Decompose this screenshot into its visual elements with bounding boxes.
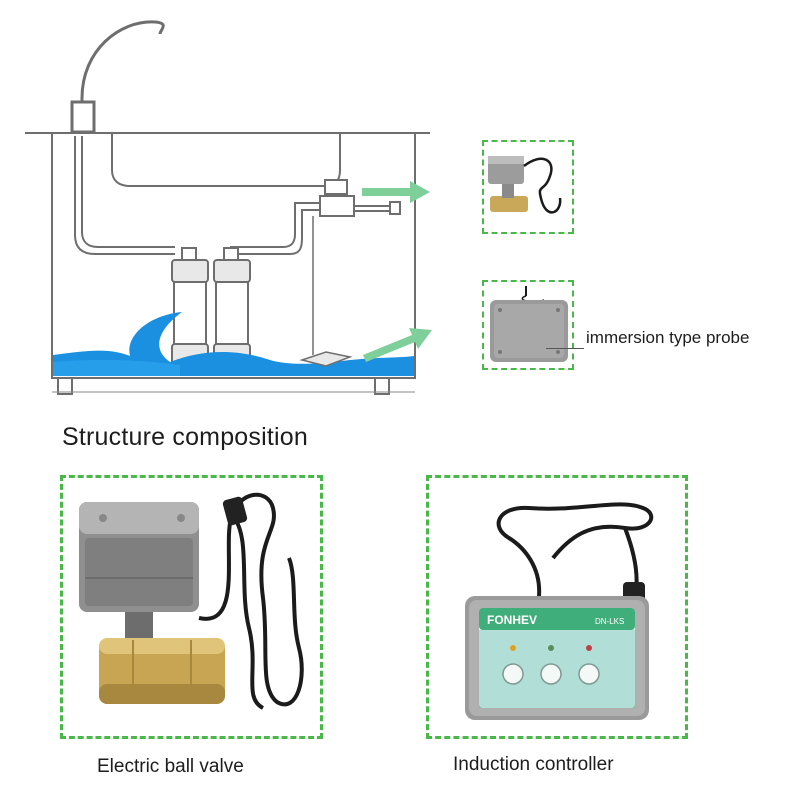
section-title: Structure composition <box>62 423 308 451</box>
electric-ball-valve-image <box>79 492 304 710</box>
probe-label: immersion type probe <box>586 328 750 347</box>
probe-thumbnail-image <box>490 286 568 362</box>
arrow-icon <box>362 181 432 362</box>
valve-caption: Electric ball valve <box>97 756 244 777</box>
controller-caption: Induction controller <box>453 754 614 775</box>
valve-thumbnail-image <box>488 156 562 214</box>
valve-product-frame <box>60 475 323 739</box>
probe-thumbnail-frame <box>482 280 574 370</box>
controller-product-frame: FONHEV DN-LKS <box>426 475 688 739</box>
controller-model-text: DN-LKS <box>595 617 624 626</box>
sink-diagram <box>20 10 440 410</box>
faucet-icon <box>70 20 165 134</box>
controller-brand-text: FONHEV <box>487 613 537 627</box>
sink-cabinet-drawing <box>25 20 432 395</box>
water-wave-icon <box>53 312 414 376</box>
induction-controller-image: FONHEV DN-LKS <box>465 502 654 720</box>
probe-label-leader <box>546 348 584 349</box>
filter-cartridge-icon <box>171 247 251 365</box>
valve-thumbnail-frame <box>482 140 574 234</box>
